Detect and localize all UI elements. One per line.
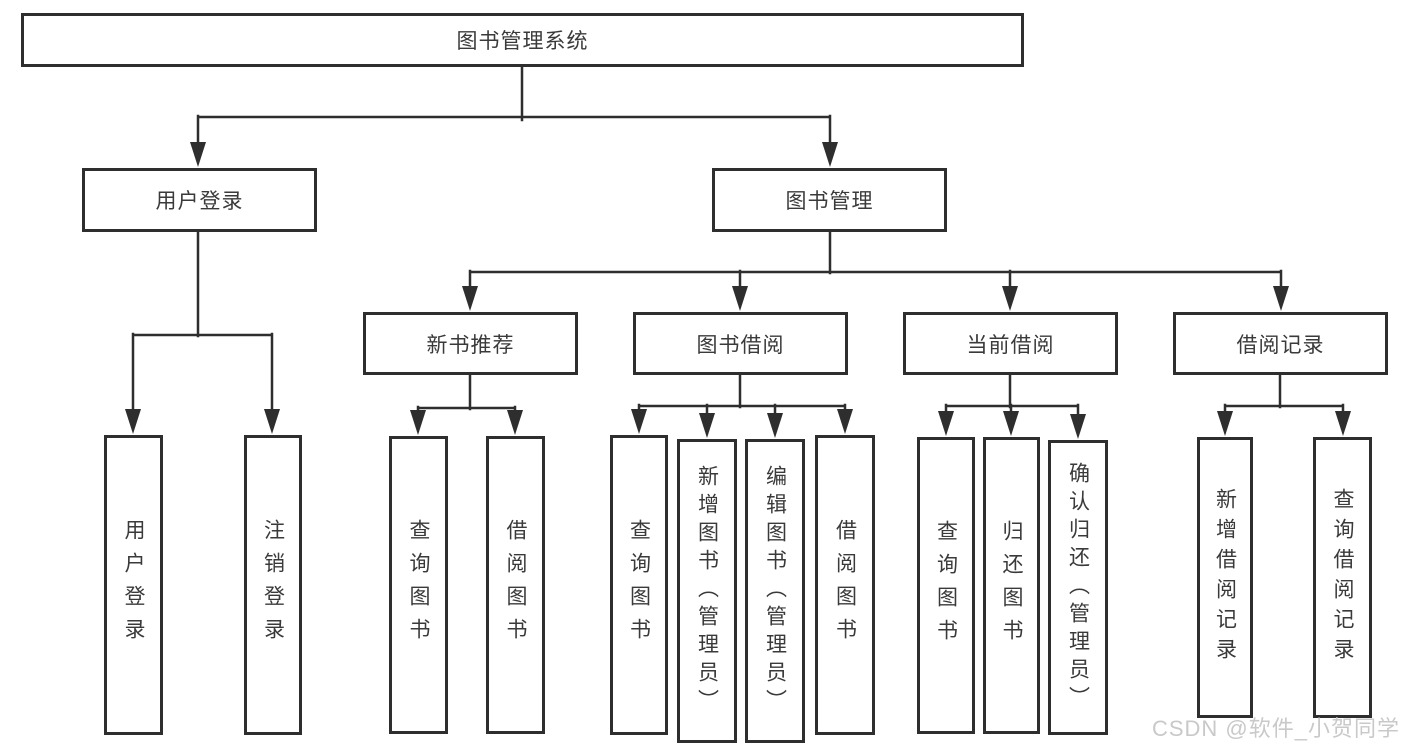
connector-new-book-recommend <box>416 373 517 421</box>
arrow-down-icon <box>462 286 478 311</box>
arrow-down-icon <box>837 409 853 434</box>
node-borrow-records: 借阅记录 <box>1173 312 1388 375</box>
connector-root <box>196 64 832 152</box>
node-leaf-query-books-current: 查询图书 <box>917 437 975 734</box>
node-leaf-confirm-return-admin: 确认归还（管理员） <box>1048 440 1108 735</box>
arrow-down-icon <box>1070 414 1086 439</box>
arrow-down-icon <box>264 409 280 434</box>
node-leaf-logout: 注销登录 <box>244 435 302 735</box>
node-leaf-add-books-admin: 新增图书（管理员） <box>677 439 737 743</box>
arrow-down-icon <box>1003 411 1019 436</box>
arrow-down-icon <box>1335 411 1351 436</box>
arrow-down-icon <box>507 410 523 435</box>
node-library-management-system: 图书管理系统 <box>21 13 1024 67</box>
arrow-down-icon <box>938 411 954 436</box>
node-leaf-return-books: 归还图书 <box>983 437 1040 734</box>
node-leaf-query-books-borrow: 查询图书 <box>610 435 668 735</box>
arrow-down-icon <box>190 142 206 167</box>
node-leaf-edit-books-admin: 编辑图书（管理员） <box>745 439 805 743</box>
arrow-down-icon <box>699 413 715 438</box>
node-new-book-recommend: 新书推荐 <box>363 312 578 375</box>
connector-shafts <box>131 64 1345 425</box>
arrow-down-icons <box>125 142 1351 439</box>
arrow-down-icon <box>125 409 141 434</box>
node-leaf-user-login: 用户登录 <box>104 435 163 735</box>
connector-user-login <box>131 230 274 420</box>
connector-book-management <box>468 230 1283 296</box>
node-leaf-add-borrow-record: 新增借阅记录 <box>1197 437 1253 718</box>
node-book-borrow: 图书借阅 <box>633 312 848 375</box>
arrow-down-icon <box>410 410 426 435</box>
arrow-down-icon <box>1217 411 1233 436</box>
node-leaf-borrow-books: 借阅图书 <box>815 435 875 735</box>
arrow-down-icon <box>1273 286 1289 311</box>
arrow-down-icon <box>631 409 647 434</box>
arrow-down-icon <box>732 286 748 311</box>
arrow-down-icon <box>767 413 783 438</box>
node-book-management: 图书管理 <box>712 168 947 232</box>
arrow-down-icon <box>822 142 838 167</box>
node-leaf-borrow-books-recommend: 借阅图书 <box>486 436 545 734</box>
watermark: CSDN @软件_小贺同学 <box>1151 716 1400 741</box>
node-leaf-query-books-recommend: 查询图书 <box>389 436 448 734</box>
connector-borrow-records <box>1223 373 1345 422</box>
node-leaf-query-borrow-record: 查询借阅记录 <box>1313 437 1372 718</box>
node-current-borrow: 当前借阅 <box>903 312 1118 375</box>
node-user-login: 用户登录 <box>82 168 317 232</box>
arrow-down-icon <box>1002 286 1018 311</box>
connector-book-borrow <box>637 373 847 424</box>
